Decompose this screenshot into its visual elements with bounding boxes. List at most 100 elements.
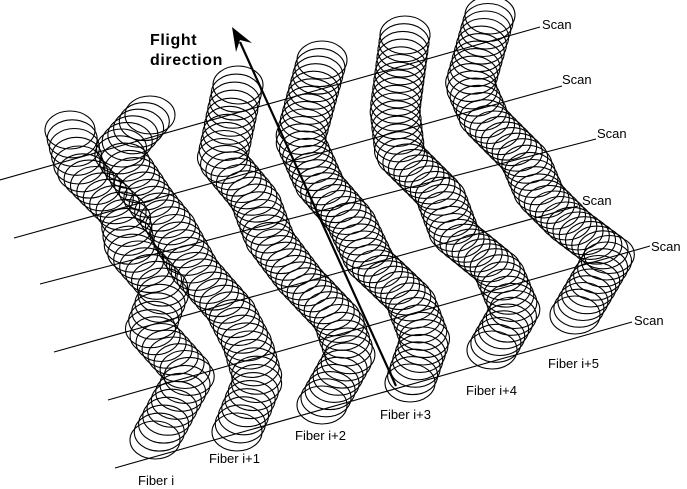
- footprint-circle: [305, 178, 357, 218]
- footprint-circle: [149, 213, 201, 254]
- footprint-circle: [159, 364, 211, 404]
- fiber-track-1: [94, 95, 283, 452]
- footprint-circle: [242, 214, 294, 254]
- footprint-circle: [133, 412, 185, 452]
- footprint-circle: [275, 261, 327, 301]
- footprint-circle: [394, 333, 446, 373]
- footprint-circle: [275, 123, 327, 163]
- footprint-circle: [107, 115, 159, 155]
- footprint-circle: [390, 297, 442, 337]
- footprint-circle: [392, 341, 444, 381]
- footprint-circle: [376, 38, 428, 78]
- scan-label-6: Scan: [634, 313, 664, 328]
- footprint-circle: [124, 95, 176, 135]
- footprint-circle: [384, 363, 436, 403]
- footprint-circle: [480, 121, 532, 161]
- footprint-circle: [513, 173, 565, 213]
- footprint-circle: [270, 254, 322, 294]
- footprint-circle: [374, 271, 426, 311]
- footprint-circle: [48, 127, 100, 168]
- footprint-circle: [159, 349, 211, 390]
- footprint-circle: [510, 166, 562, 206]
- footprint-circle: [398, 159, 450, 199]
- footprint-circle: [428, 212, 480, 253]
- footprint-circle: [142, 396, 194, 436]
- footprint-circle: [425, 205, 477, 245]
- labels: Flight direction Scan Scan Scan Scan Sca…: [138, 17, 681, 488]
- footprint-circle: [294, 48, 346, 88]
- footprint-circle: [497, 138, 549, 178]
- footprint-circle: [449, 77, 501, 117]
- footprint-circle: [464, 0, 516, 35]
- footprint-circle: [351, 249, 403, 289]
- footprint-circle: [134, 192, 186, 232]
- footprint-circle: [288, 70, 340, 110]
- footprint-circle: [95, 191, 147, 231]
- footprint-circle: [223, 330, 275, 370]
- fiber-label-3: Fiber i+3: [380, 407, 431, 422]
- footprint-circle: [404, 165, 456, 205]
- footprint-circle: [295, 166, 347, 206]
- footprint-circle: [231, 363, 283, 404]
- fiber-track-0: [44, 110, 215, 460]
- fiber-footprints: [44, 0, 635, 460]
- footprint-circle: [320, 342, 372, 382]
- footprint-circle: [53, 145, 105, 185]
- footprint-circle: [134, 283, 186, 323]
- footprint-circle: [469, 248, 521, 288]
- footprint-circle: [217, 396, 270, 436]
- fiber-label-5: Fiber i+5: [548, 356, 599, 371]
- footprint-circle: [534, 195, 587, 236]
- footprint-circle: [529, 190, 581, 230]
- footprint-circle: [483, 275, 535, 315]
- footprint-circle: [378, 23, 430, 63]
- fiber-label-1: Fiber i+1: [209, 451, 260, 466]
- footprint-circle: [389, 348, 441, 388]
- footprint-circle: [153, 221, 205, 261]
- footprint-circle: [342, 237, 394, 277]
- footprint-circle: [312, 356, 364, 396]
- footprint-circle: [211, 412, 263, 452]
- footprint-circle: [463, 243, 515, 283]
- footprint-circle: [396, 311, 448, 351]
- footprint-circle: [458, 99, 510, 139]
- footprint-circle: [135, 322, 187, 363]
- footprint-circle: [138, 404, 190, 444]
- scan-line-5: [107, 245, 651, 401]
- footprint-circle: [124, 309, 177, 349]
- footprint-circle: [363, 260, 415, 300]
- scan-line-6: [114, 321, 633, 469]
- footprint-circle: [46, 119, 98, 159]
- footprint-circle: [491, 132, 543, 172]
- footprint-circle: [131, 260, 183, 300]
- footprint-circle: [215, 163, 267, 204]
- footprint-circle: [280, 267, 333, 307]
- title-line-2: direction: [150, 52, 223, 69]
- footprint-circle: [265, 248, 317, 288]
- footprint-circle: [368, 265, 421, 305]
- footprint-circle: [558, 216, 610, 256]
- footprint-circle: [113, 108, 165, 148]
- arrow-head-icon: [232, 27, 252, 52]
- footprint-circle: [216, 314, 268, 354]
- footprint-circle: [338, 230, 390, 270]
- footprint-circle: [370, 100, 422, 140]
- footprint-circle: [475, 116, 527, 156]
- footprint-circle: [540, 201, 592, 241]
- footprint-circle: [445, 63, 497, 103]
- footprint-circle: [452, 84, 504, 124]
- footprint-circle: [255, 235, 307, 275]
- footprint-circle: [137, 275, 189, 315]
- footprint-circle: [451, 40, 503, 80]
- footprint-circle: [460, 10, 512, 50]
- footprint-circle: [292, 55, 344, 95]
- footprint-circle: [290, 63, 342, 103]
- footprint-circle: [221, 388, 273, 428]
- footprint-circle: [230, 183, 282, 223]
- footprint-circle: [523, 184, 575, 224]
- footprint-circle: [380, 276, 432, 316]
- footprint-circle: [328, 209, 380, 249]
- footprint-circle: [141, 329, 193, 369]
- footprint-circle: [57, 153, 109, 193]
- footprint-circle: [136, 267, 189, 307]
